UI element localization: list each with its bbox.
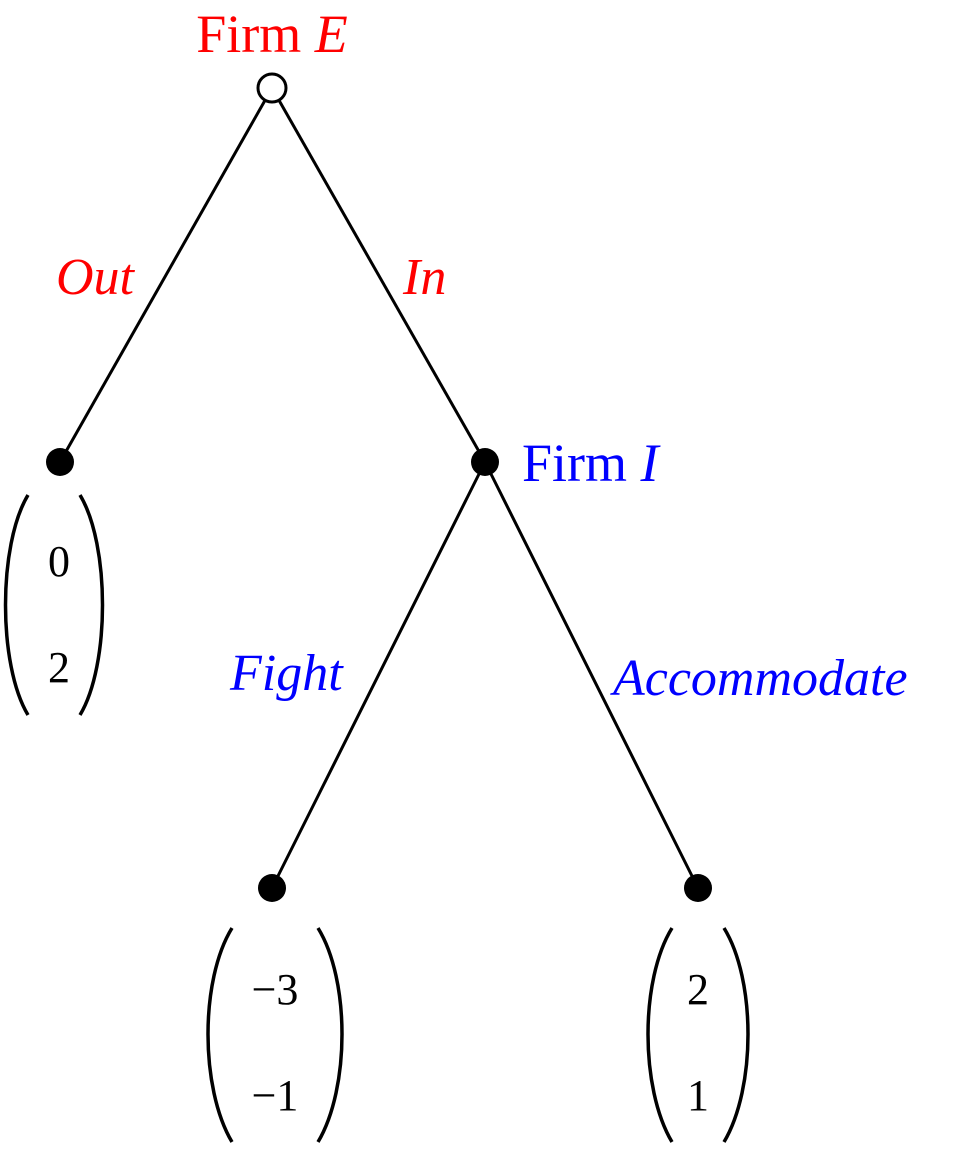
payoff-bottom: 2 bbox=[48, 643, 70, 692]
terminal-node-fight bbox=[258, 874, 286, 902]
terminal-node-accommodate bbox=[684, 874, 712, 902]
payoff-top: 0 bbox=[48, 537, 70, 586]
payoff-vector-accommodate: 2 1 bbox=[646, 927, 750, 1143]
action-label-out: Out bbox=[56, 249, 136, 306]
edge-fight bbox=[270, 461, 487, 889]
incumbent-player-label: Firm I bbox=[522, 433, 662, 493]
edge-accommodate bbox=[483, 461, 700, 889]
right-paren bbox=[78, 494, 105, 716]
action-label-fight: Fight bbox=[229, 645, 344, 702]
edge-in bbox=[270, 87, 487, 463]
edge-out bbox=[58, 87, 274, 463]
payoff-vector-out: 0 2 bbox=[3, 494, 105, 716]
right-paren bbox=[722, 927, 750, 1143]
root-node bbox=[256, 72, 288, 104]
action-label-in: In bbox=[402, 249, 446, 306]
root-player-label: Firm E bbox=[196, 4, 348, 64]
payoff-top: 2 bbox=[687, 965, 709, 1014]
left-paren bbox=[206, 927, 234, 1143]
action-label-accommodate: Accommodate bbox=[610, 650, 908, 707]
right-paren bbox=[316, 927, 344, 1143]
payoff-bottom: −1 bbox=[252, 1071, 299, 1120]
decision-node-incumbent bbox=[471, 448, 499, 476]
payoff-bottom: 1 bbox=[687, 1071, 709, 1120]
terminal-node-out bbox=[46, 448, 74, 476]
left-paren bbox=[646, 927, 674, 1143]
left-paren bbox=[3, 494, 30, 716]
payoff-vector-fight: −3 −1 bbox=[206, 927, 344, 1143]
payoff-top: −3 bbox=[252, 965, 299, 1014]
